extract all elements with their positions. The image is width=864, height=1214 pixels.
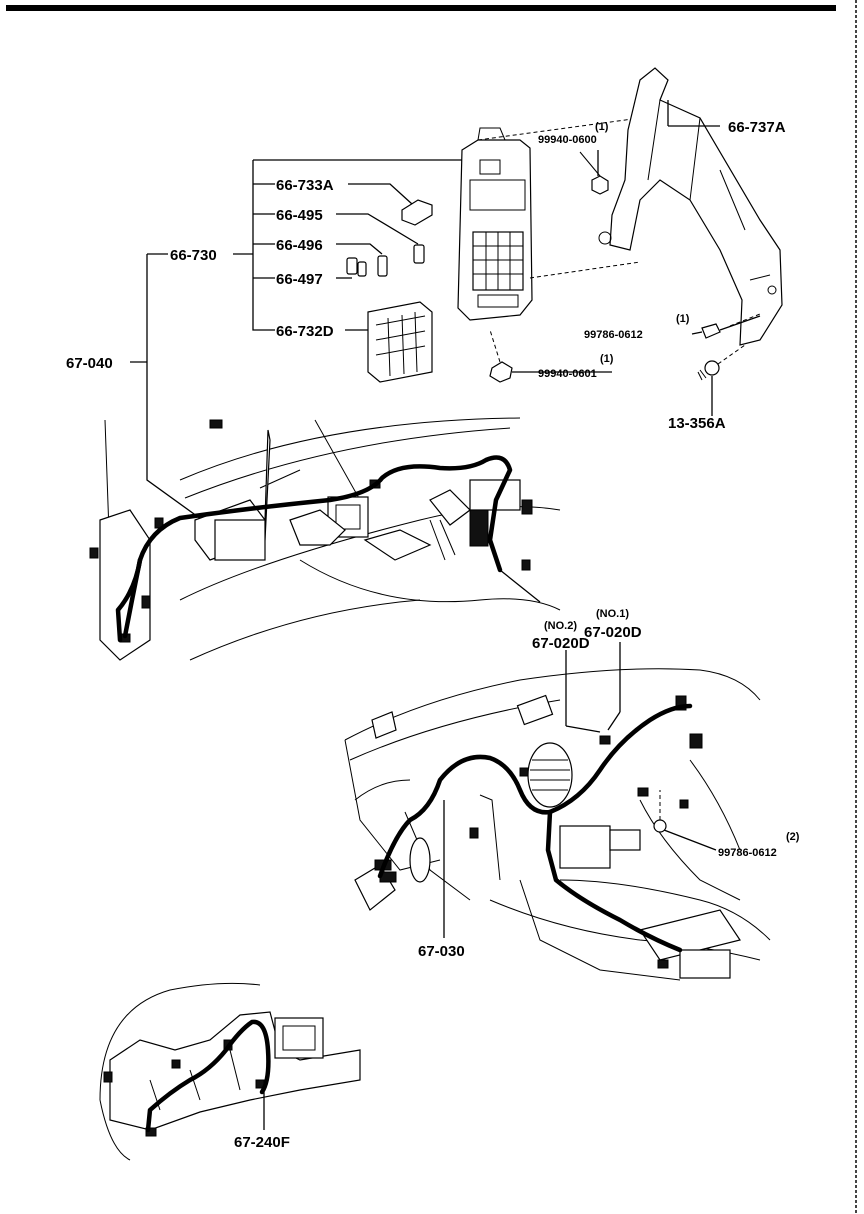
relay-66-733A (401, 199, 433, 226)
label-99940-0601: 99940-0601 (538, 368, 597, 380)
label-99940-0600-qty: (1) (595, 121, 609, 133)
bottom-inset-drawing (99, 982, 361, 1161)
label-no1: (NO.1) (596, 608, 629, 620)
label-67-040: 67-040 (66, 355, 113, 372)
label-99786-0612-upper-qty: (1) (676, 313, 690, 325)
nut-99940-0600 (579, 151, 609, 195)
label-67-020D-no1: 67-020D (584, 624, 642, 641)
label-13-356A: 13-356A (668, 415, 726, 432)
fuse-block-assembly (457, 117, 641, 321)
nut-99940-0601 (489, 329, 513, 383)
harness-67-040 (115, 455, 513, 643)
label-66-730: 66-730 (170, 247, 217, 264)
harness-67-020D (545, 809, 683, 953)
label-67-030: 67-030 (418, 943, 465, 960)
fuse-66-495 (413, 244, 425, 264)
harness-67-240F (145, 1019, 271, 1133)
label-66-732D: 66-732D (276, 323, 334, 340)
label-66-737A: 66-737A (728, 119, 786, 136)
bolt-13-356A (697, 344, 746, 381)
fuse-66-496 (377, 255, 388, 277)
upper-dashboard-drawing (89, 417, 561, 661)
label-67-240F: 67-240F (234, 1134, 290, 1151)
label-66-733A: 66-733A (276, 177, 334, 194)
label-67-020D-no2: 67-020D (532, 635, 590, 652)
harness-67-040-branch (122, 557, 143, 639)
fuse-66-497 (346, 257, 367, 277)
label-99786-0612-lower: 99786-0612 (718, 847, 777, 859)
label-99940-0601-qty: (1) (600, 353, 614, 365)
leader-lines-lower (443, 642, 717, 938)
label-66-495: 66-495 (276, 207, 323, 224)
label-99786-0612-upper: 99786-0612 (584, 329, 643, 341)
label-66-497: 66-497 (276, 271, 323, 288)
top-border-bar (6, 5, 836, 11)
screw-99786-0612-upper (701, 313, 761, 339)
label-99940-0600: 99940-0600 (538, 134, 597, 146)
label-no2: (NO.2) (544, 620, 577, 632)
mounting-bracket (598, 67, 783, 346)
fuse-cover-66-732D (367, 301, 433, 383)
label-99786-0612-lower-qty: (2) (786, 831, 800, 843)
leader-67-020D-no2 (499, 569, 541, 603)
harness-67-030 (377, 703, 693, 879)
label-66-496: 66-496 (276, 237, 323, 254)
